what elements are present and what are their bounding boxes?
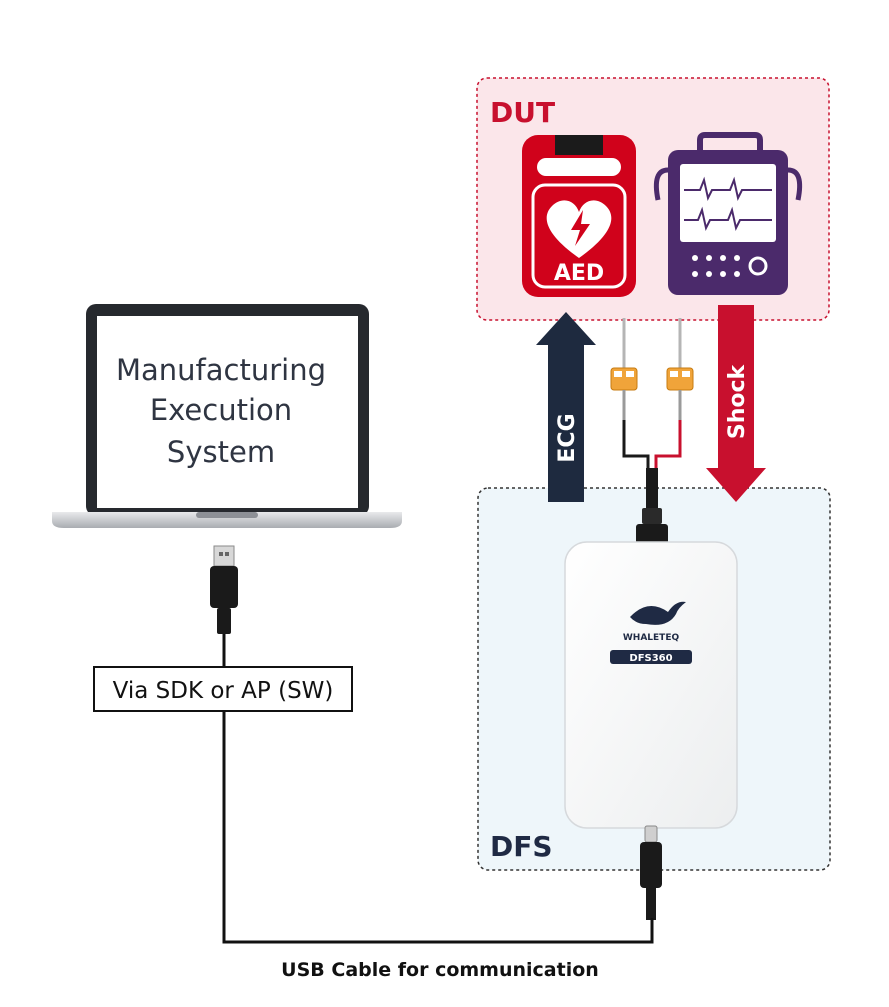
dfs360-device: WHALETEQ DFS360 xyxy=(564,541,738,829)
ecg-label: ECG xyxy=(555,413,580,462)
dut-title: DUT xyxy=(490,96,555,129)
dfs-title: DFS xyxy=(490,830,553,863)
laptop-icon: Manufacturing Execution System xyxy=(52,304,402,528)
aed-icon: AED xyxy=(522,135,636,297)
usb-a-plug-icon xyxy=(210,545,238,634)
usb-cable xyxy=(222,634,654,944)
ecg-arrow: ECG xyxy=(536,312,596,502)
screen-line-1: Manufacturing xyxy=(116,353,326,387)
usb-caption: USB Cable for communication xyxy=(281,959,599,981)
clip-connector-icon xyxy=(610,367,638,391)
shock-label: Shock xyxy=(725,363,750,439)
dut-region: DUT AED xyxy=(476,77,830,321)
dfs-model: DFS360 xyxy=(629,653,672,664)
screen-line-3: System xyxy=(167,435,275,469)
shock-arrow: Shock xyxy=(706,305,766,502)
dfs-brand: WHALETEQ xyxy=(623,633,680,643)
monitor-icon xyxy=(653,132,803,295)
clip-connector-icon xyxy=(666,367,694,391)
screen-line-2: Execution xyxy=(150,393,292,427)
sdk-label: Via SDK or AP (SW) xyxy=(113,678,334,704)
usb-c-plug-icon xyxy=(640,825,662,920)
sdk-label-box: Via SDK or AP (SW) xyxy=(93,666,353,712)
aed-label: AED xyxy=(554,261,604,286)
whale-logo-icon xyxy=(630,601,686,625)
electrode-leads xyxy=(610,318,694,544)
